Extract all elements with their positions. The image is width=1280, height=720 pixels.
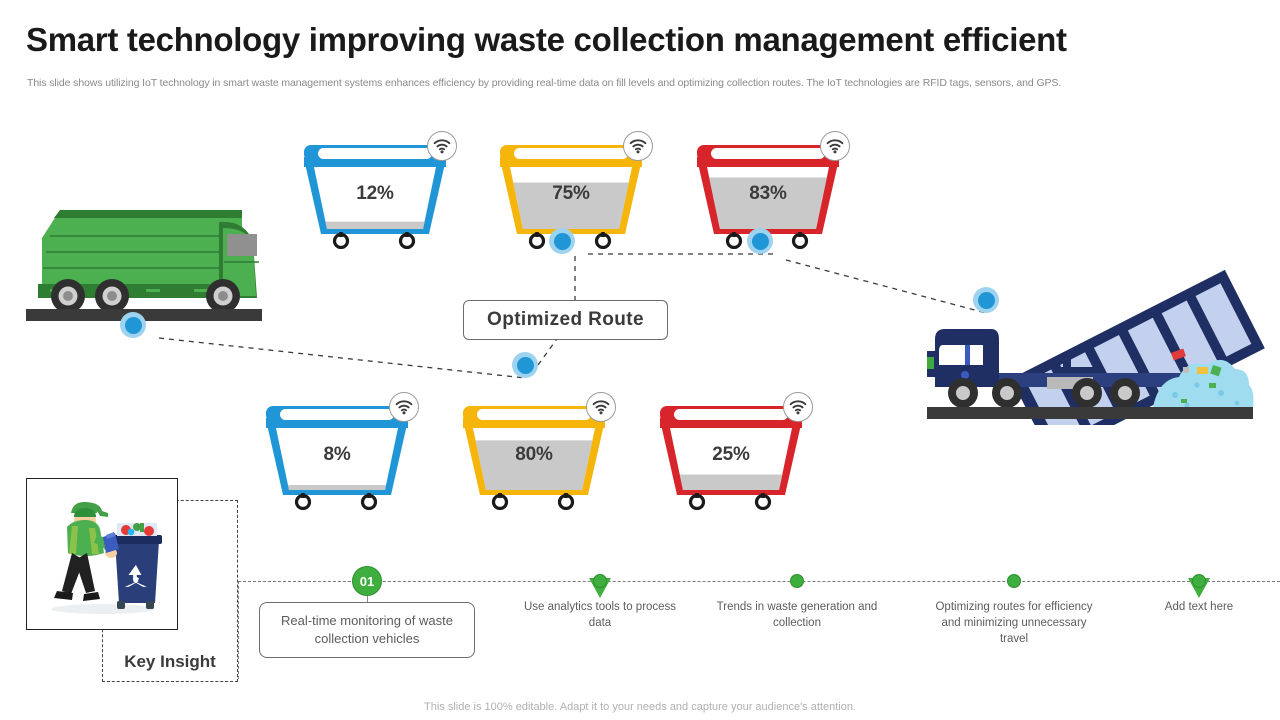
waste-bin-blue-12: 12%	[300, 131, 457, 249]
key-insight-label: Key Insight	[124, 652, 216, 671]
waste-bin-yellow-75: 75%	[496, 131, 653, 249]
bin-graphic	[500, 145, 642, 249]
route-node-dump	[973, 287, 999, 313]
bin-graphic	[266, 406, 408, 510]
page-title: Smart technology improving waste collect…	[26, 21, 1067, 58]
timeline-dot	[790, 574, 804, 588]
route-node-truck	[120, 312, 146, 338]
worker-recycling-illustration	[27, 479, 175, 627]
timeline-step-text: Trends in waste generation and collectio…	[716, 601, 878, 629]
bin-graphic	[697, 145, 839, 249]
waste-bin-red-83: 83%	[693, 131, 850, 249]
bin-graphic	[463, 406, 605, 510]
dump-truck-navy	[927, 269, 1265, 425]
timeline-stem	[367, 596, 368, 602]
bin-fill-percent: 75%	[552, 183, 590, 204]
bin-fill-percent: 80%	[515, 444, 553, 465]
waste-bin-blue-8: 8%	[262, 392, 419, 510]
wifi-icon	[820, 131, 850, 161]
bin-graphic	[660, 406, 802, 510]
timeline-dot-marker	[1003, 574, 1025, 604]
wifi-icon	[389, 392, 419, 422]
waste-bin-red-25: 25%	[656, 392, 813, 510]
timeline-badge-01: 01	[352, 566, 382, 596]
waste-bin-yellow-80: 80%	[459, 392, 616, 510]
key-insight-image	[26, 478, 178, 630]
bin-fill-percent: 8%	[323, 444, 351, 465]
route-node-right	[747, 228, 773, 254]
wifi-icon	[586, 392, 616, 422]
bin-graphic	[304, 145, 446, 249]
garbage-truck-green	[26, 210, 262, 321]
timeline-axis	[238, 581, 1280, 582]
route-node-lower	[512, 352, 538, 378]
wifi-icon	[623, 131, 653, 161]
route-path-truck-to-lower	[158, 337, 526, 379]
timeline-dot-marker	[786, 574, 808, 604]
bin-fill-percent: 25%	[712, 444, 750, 465]
wifi-icon	[427, 131, 457, 161]
timeline-step-text: Use analytics tools to process data	[523, 601, 677, 629]
timeline-dot	[1007, 574, 1021, 588]
footer-note: This slide is 100% editable. Adapt it to…	[424, 701, 856, 713]
timeline-step-card[interactable]: Real-time monitoring of waste collection…	[259, 602, 475, 658]
timeline-dot	[593, 574, 607, 588]
timeline-arrow-marker	[589, 574, 611, 604]
timeline-dot	[1192, 574, 1206, 588]
timeline-step-text: Optimizing routes for efficiency and min…	[935, 601, 1093, 645]
timeline-step-text: Add text here	[1164, 601, 1234, 613]
wifi-icon	[783, 392, 813, 422]
bin-fill-percent: 83%	[749, 183, 787, 204]
optimized-route-label: Optimized Route	[463, 300, 668, 340]
timeline-left-drop	[238, 581, 239, 679]
bin-fill-percent: 12%	[356, 183, 394, 204]
timeline-arrow-marker	[1188, 574, 1210, 604]
route-node-upper	[549, 228, 575, 254]
page-subtitle: This slide shows utilizing IoT technolog…	[27, 77, 1062, 89]
